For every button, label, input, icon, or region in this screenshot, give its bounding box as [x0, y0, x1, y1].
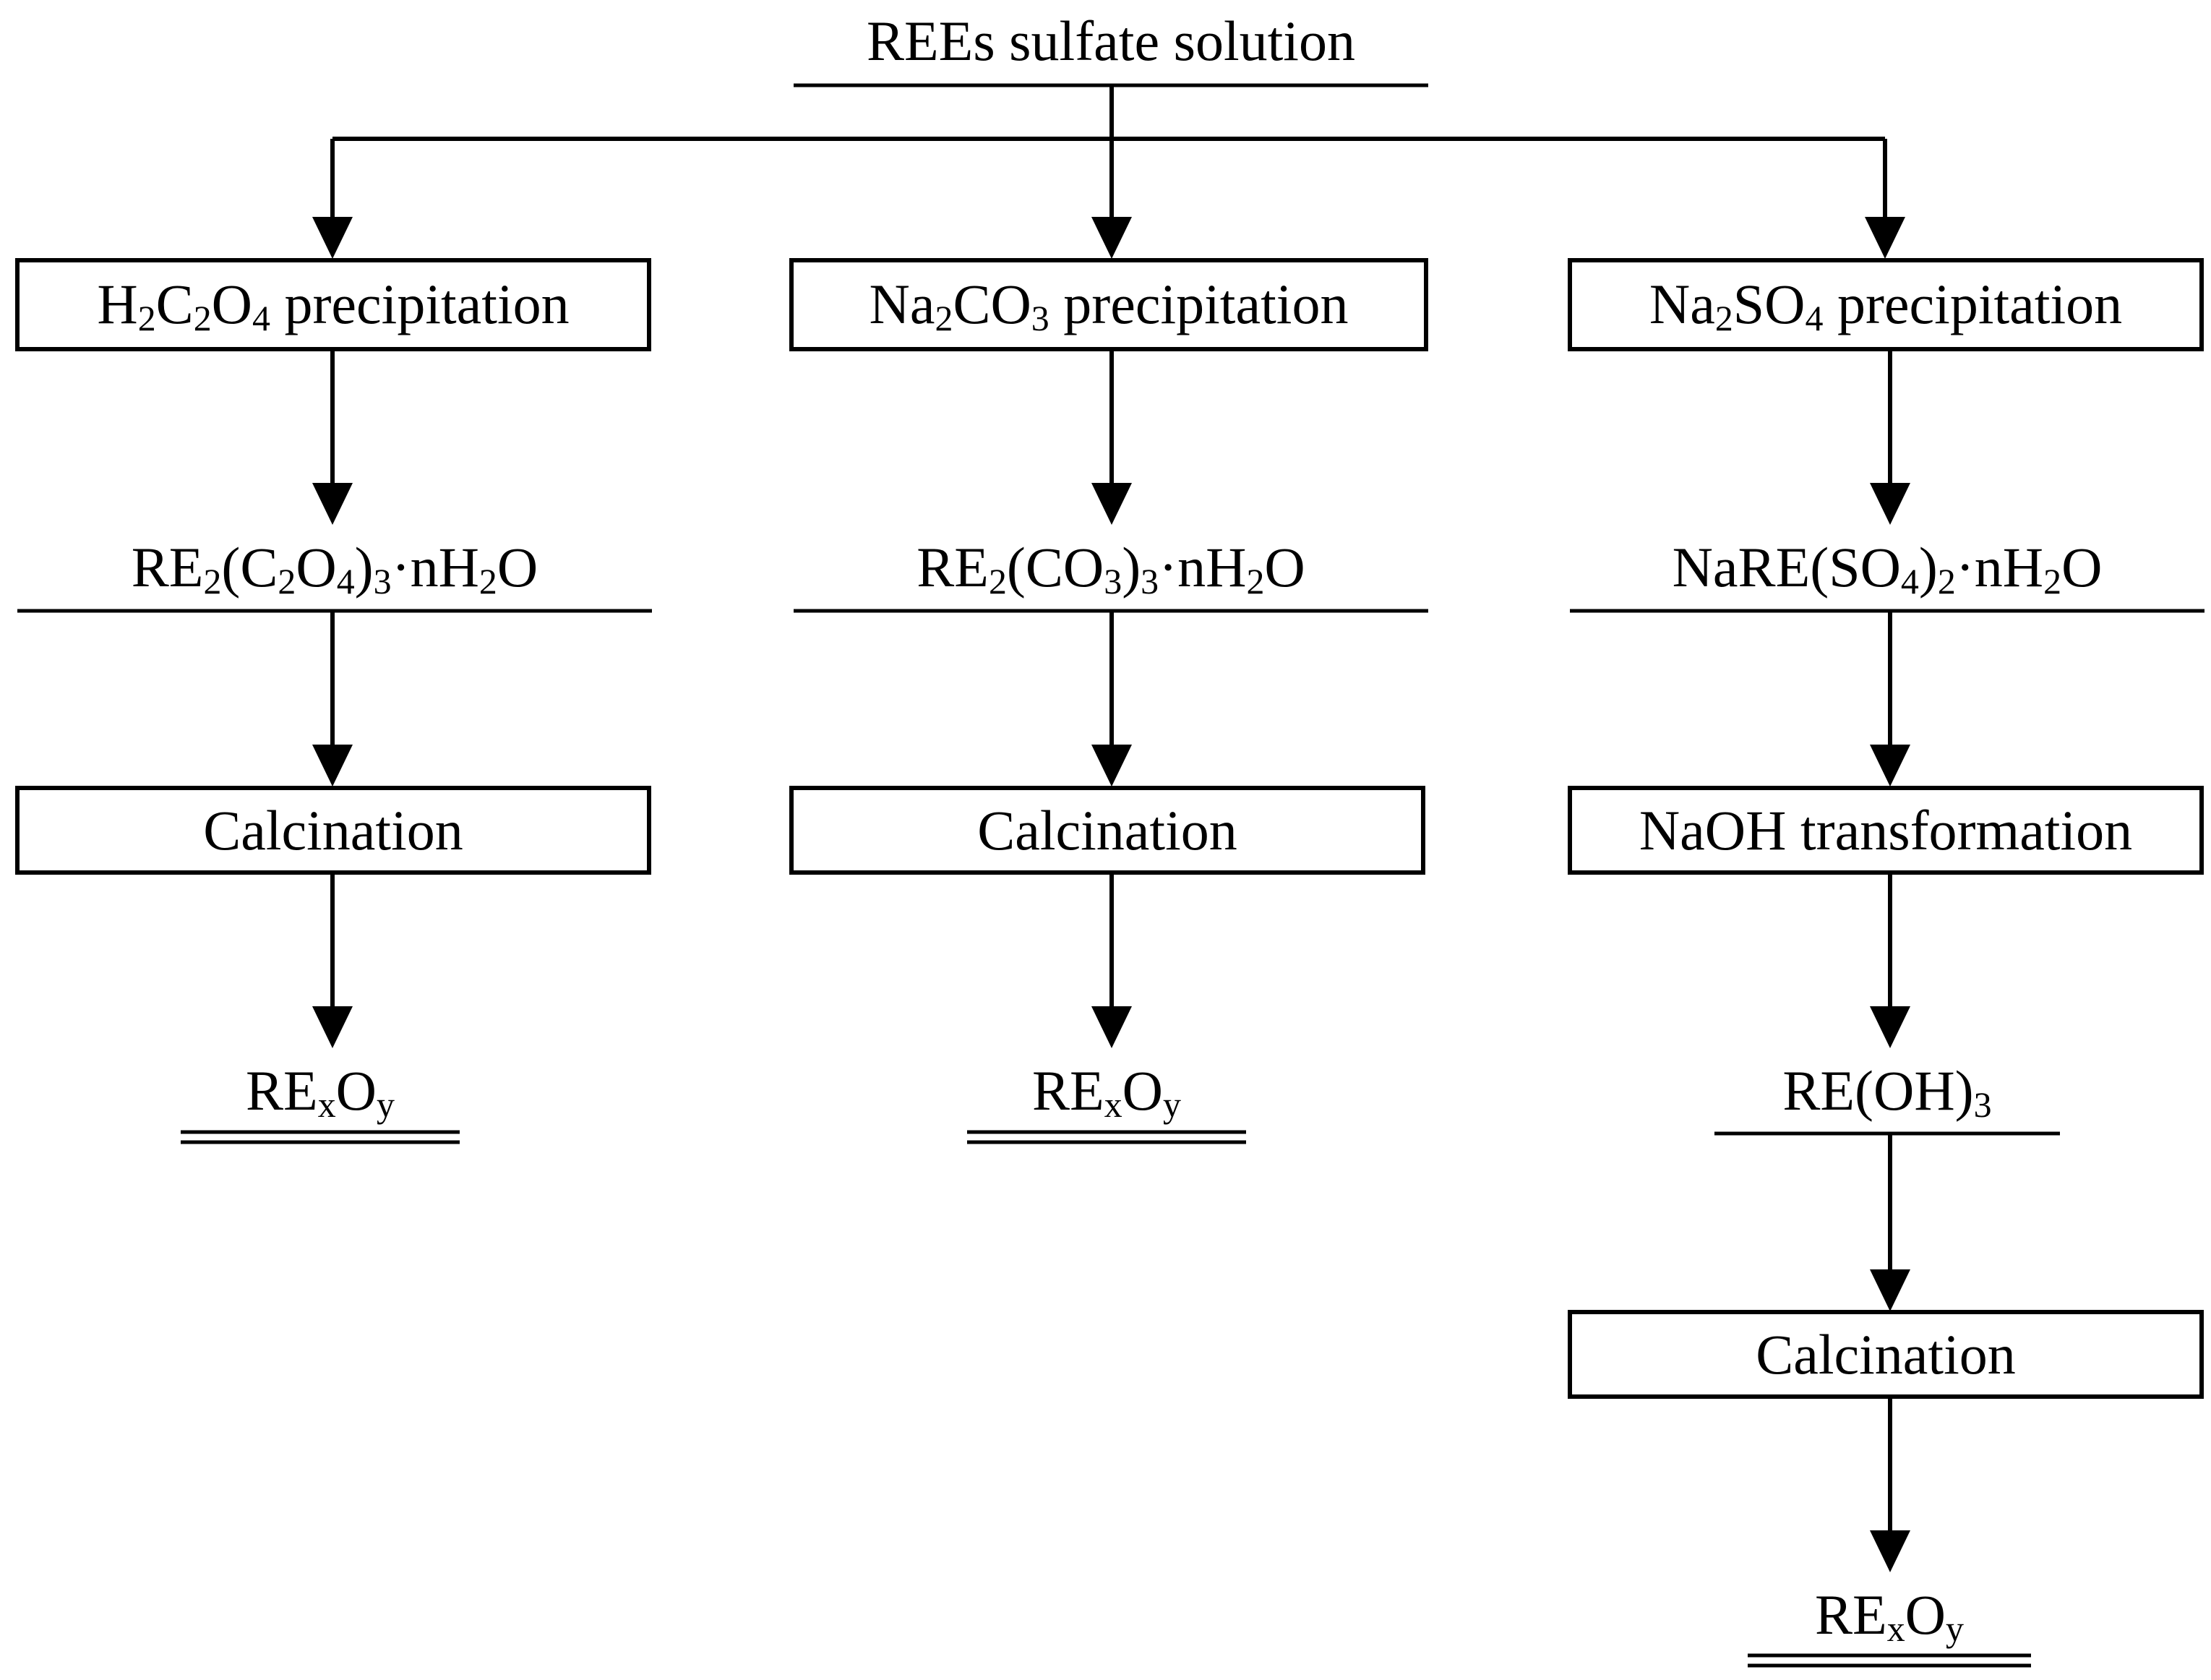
formula-text: C: [155, 273, 194, 335]
formula-subscript: y: [1163, 1084, 1181, 1125]
arrowhead-middle-1: [1091, 217, 1132, 259]
formula-text: NaRE(SO: [1672, 536, 1901, 599]
formula-subscript: 2: [1937, 561, 1956, 601]
formula-subscript: y: [1946, 1608, 1964, 1649]
arrowhead-right-5: [1870, 1269, 1910, 1311]
oxalate-product-label: RE2(C2O4)3·nH2O: [17, 536, 652, 600]
formula-text: SO: [1733, 273, 1806, 335]
formula-subscript: 3: [373, 561, 392, 601]
oxide-3-label: RExOy: [1748, 1587, 2031, 1647]
formula-subscript: 2: [193, 298, 212, 338]
process-boxes: [15, 258, 2204, 1399]
carbonate-product-label: RE2(CO3)3·nH2O: [794, 536, 1428, 600]
carbonate-precipitation-box: [789, 258, 1428, 351]
naoh-transformation-box: [1568, 786, 2204, 875]
formula-text: O: [2061, 536, 2103, 599]
oxalate-precipitation-box: [15, 258, 651, 351]
formula-text: precipitation: [270, 273, 570, 335]
sulfate-product-label: NaRE(SO4)2·nH2O: [1570, 536, 2204, 600]
formula-text: RE: [916, 536, 989, 599]
formula-text: precipitation: [1049, 273, 1349, 335]
formula-subscript: 2: [278, 561, 296, 601]
formula-subscript: 2: [988, 561, 1007, 601]
formula-subscript: 4: [252, 298, 270, 338]
formula-subscript: 3: [1973, 1084, 1992, 1125]
formula-subscript: 4: [1805, 298, 1824, 338]
formula-text: O: [335, 1059, 377, 1122]
carbonate-calcination-box: [789, 786, 1425, 875]
connector-lines: [330, 85, 1892, 1530]
formula-text: RE: [131, 536, 204, 599]
formula-subscript: y: [377, 1084, 395, 1125]
formula-text: O: [1264, 536, 1305, 599]
formula-text: O: [296, 536, 337, 599]
carbonate-step-label: Na2CO3 precipitation: [791, 273, 1426, 337]
formula-subscript: 2: [935, 298, 953, 338]
arrowhead-right-3: [1870, 745, 1910, 787]
formula-text: O: [211, 273, 252, 335]
formula-text: (CO: [1006, 536, 1104, 599]
oxide-1-label: RExOy: [181, 1063, 460, 1123]
formula-text: CO: [953, 273, 1031, 335]
formula-text: O: [1122, 1059, 1163, 1122]
arrowhead-left-3: [312, 745, 353, 787]
formula-text: precipitation: [1823, 273, 2123, 335]
arrowhead-right-2: [1870, 483, 1910, 525]
oxide-2-label: RExOy: [967, 1063, 1246, 1123]
formula-text: RE: [1032, 1059, 1104, 1122]
formula-text: ·nH: [1159, 536, 1247, 599]
product-underlines: [17, 83, 2204, 1668]
formula-subscript: 2: [2043, 561, 2062, 601]
formula-subscript: 3: [1104, 561, 1122, 601]
sulfate-precipitation-box: [1568, 258, 2204, 351]
sulfate-step-label: Na2SO4 precipitation: [1570, 273, 2202, 337]
formula-subscript: 4: [1900, 561, 1919, 601]
formula-text: RE: [1815, 1583, 1887, 1646]
formula-text: O: [497, 536, 538, 599]
formula-text: Na: [1649, 273, 1715, 335]
formula-subscript: 4: [336, 561, 355, 601]
formula-text: RE(OH): [1782, 1059, 1974, 1122]
arrowhead-right-1: [1865, 217, 1905, 259]
formula-text: H: [97, 273, 138, 335]
formula-text: ·nH: [1955, 536, 2044, 599]
oxalate-calcination-label: Calcination: [203, 799, 463, 862]
hydroxide-calcination-box: [1568, 1310, 2204, 1399]
carbonate-calcination-label: Calcination: [977, 799, 1237, 862]
formula-subscript: 2: [478, 561, 497, 601]
formula-subscript: 2: [1714, 298, 1733, 338]
formula-text: Na: [869, 273, 935, 335]
formula-subscript: 2: [137, 298, 156, 338]
arrowhead-right-4: [1870, 1006, 1910, 1048]
arrowhead-left-4: [312, 1006, 353, 1048]
formula-text: O: [1905, 1583, 1946, 1646]
arrowhead-left-2: [312, 483, 353, 525]
oxalate-calcination-box: [15, 786, 651, 875]
formula-subscript: 3: [1031, 298, 1049, 338]
formula-text: (C: [221, 536, 278, 599]
formula-subscript: 2: [1246, 561, 1265, 601]
arrowhead-middle-2: [1091, 483, 1132, 525]
arrowhead-left-1: [312, 217, 353, 259]
arrowhead-right-6: [1870, 1530, 1910, 1572]
formula-text: ): [354, 536, 374, 599]
formula-text: RE: [246, 1059, 318, 1122]
formula-subscript: x: [1886, 1608, 1905, 1649]
naoh-transformation-label: NaOH transformation: [1639, 799, 2133, 862]
arrowhead-middle-3: [1091, 745, 1132, 787]
arrowheads: [312, 217, 1910, 1572]
formula-subscript: 2: [203, 561, 222, 601]
hydroxide-calcination-label: Calcination: [1756, 1323, 2016, 1386]
formula-subscript: x: [317, 1084, 336, 1125]
formula-subscript: x: [1104, 1084, 1122, 1125]
formula-subscript: 3: [1141, 561, 1159, 601]
formula-text: ): [1918, 536, 1938, 599]
source-label: REEs sulfate solution: [867, 9, 1355, 72]
arrowhead-middle-4: [1091, 1006, 1132, 1048]
formula-text: ): [1122, 536, 1141, 599]
oxalate-step-label: H2C2O4 precipitation: [17, 273, 649, 337]
hydroxide-product-label: RE(OH)3: [1714, 1063, 2060, 1123]
formula-text: ·nH: [391, 536, 479, 599]
